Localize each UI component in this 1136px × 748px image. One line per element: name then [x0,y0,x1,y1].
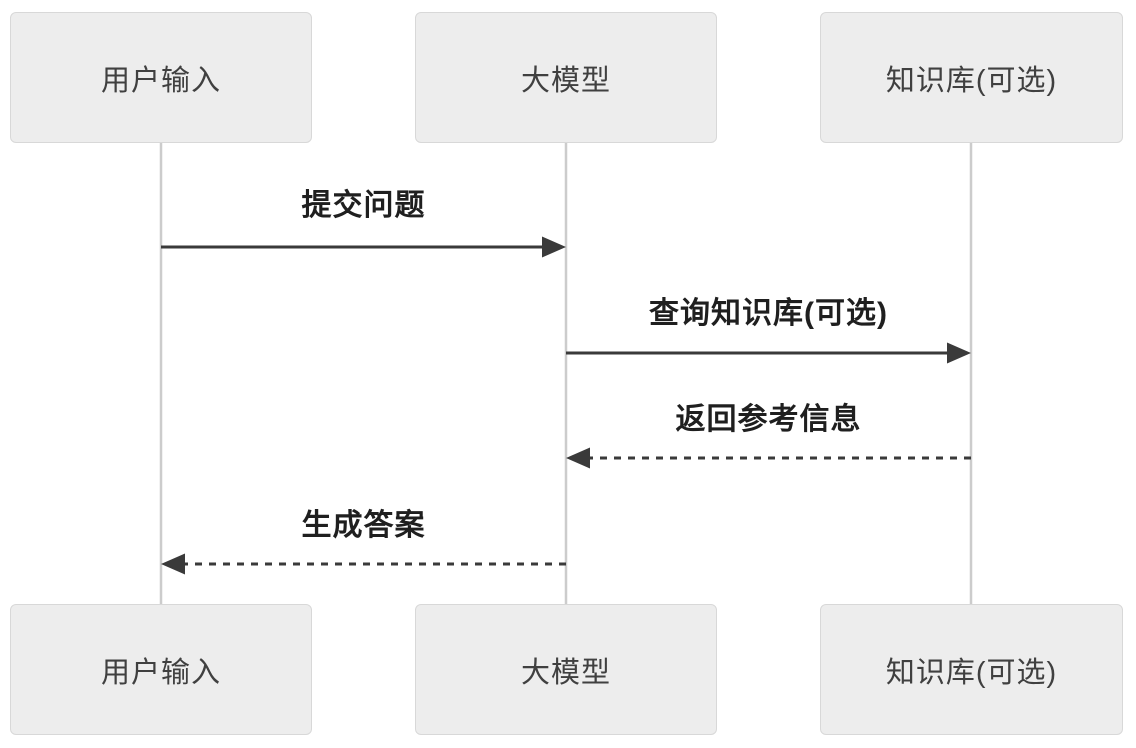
actor-label: 大模型 [520,64,611,97]
message-label-query-kb: 查询知识库(可选) [649,297,888,330]
arrowhead-left-icon [566,447,590,469]
arrowhead-left-icon [161,553,185,575]
actor-label: 知识库(可选) [885,64,1058,97]
actor-bottom-knowledge-base: 知识库(可选) [820,604,1123,735]
actor-bottom-user-input: 用户输入 [10,604,312,735]
message-label-submit-question: 提交问题 [301,189,426,222]
arrowhead-right-icon [542,236,566,258]
actor-label: 大模型 [520,656,611,689]
message-label-return-info: 返回参考信息 [675,403,862,436]
message-label-generate-answer: 生成答案 [301,509,426,542]
actor-label: 用户输入 [100,64,221,97]
actor-bottom-llm: 大模型 [415,604,717,735]
arrowhead-right-icon [947,342,971,364]
actor-top-llm: 大模型 [415,12,717,143]
actor-top-user-input: 用户输入 [10,12,312,143]
actor-label: 用户输入 [100,656,221,689]
actor-label: 知识库(可选) [885,656,1058,689]
actor-top-knowledge-base: 知识库(可选) [820,12,1123,143]
